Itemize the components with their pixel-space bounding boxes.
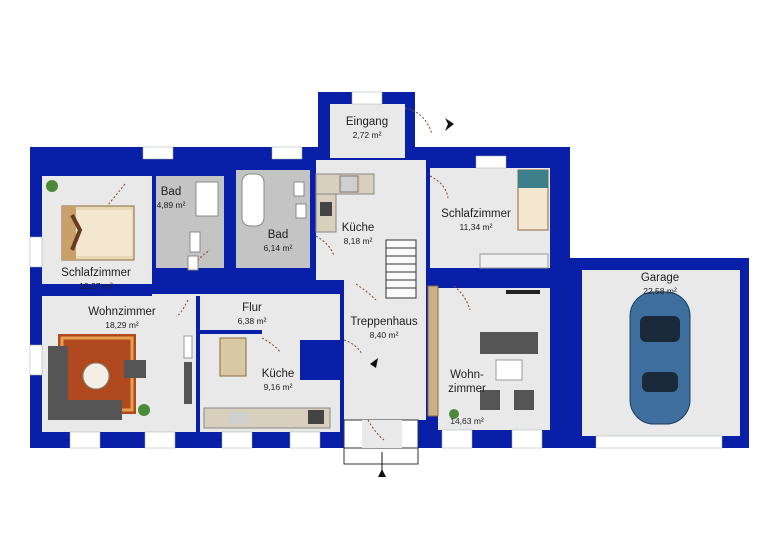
room-name: Schlafzimmer <box>61 267 131 279</box>
kitchen-1-counter <box>315 173 375 233</box>
stairs-icon <box>385 239 417 299</box>
living-room-1-furniture <box>48 334 193 420</box>
car-icon <box>629 291 691 425</box>
kitchen-2-furniture <box>203 337 331 429</box>
windows <box>29 91 723 449</box>
bed-left <box>61 205 135 261</box>
room-label-schlafzimmer-2: Schlafzimmer 10,27 m² <box>61 267 131 291</box>
room-area: 8,18 m² <box>343 235 373 246</box>
room-label-bad-1: Bad 4,89 m² <box>157 186 186 210</box>
room-label-flur: Flur 6,38 m² <box>238 302 267 326</box>
room-label-kueche-1: Küche 8,18 m² <box>342 222 375 246</box>
bed-right <box>479 169 549 269</box>
room-name: Eingang <box>345 116 389 128</box>
room-area: 22,58 m² <box>643 285 677 296</box>
room-label-schlafzimmer-1: Schlafzimmer 11,34 m² <box>441 208 511 232</box>
room-area: 6,38 m² <box>237 315 267 326</box>
room-label-wohnzimmer-2: Wohn- zimmer 14,63 m² <box>448 350 486 445</box>
room-area: 14,63 m² <box>450 415 484 426</box>
room-label-eingang: Eingang 2,72 m² <box>346 116 388 140</box>
room-area: 11,34 m² <box>459 221 493 232</box>
room-area: 9,16 m² <box>263 381 293 392</box>
room-name: Küche <box>341 222 375 234</box>
door-swings <box>103 107 471 441</box>
room-name: Wohn- zimmer <box>448 369 486 395</box>
bathroom-1-fixtures <box>187 181 219 271</box>
living-room-2-furniture <box>427 285 540 417</box>
room-name: Bad <box>160 186 182 198</box>
room-label-treppenhaus: Treppenhaus 8,40 m² <box>350 316 417 340</box>
room-name: Wohnzimmer <box>88 306 156 318</box>
entrance-step <box>343 419 419 465</box>
room-label-wohnzimmer-1: Wohnzimmer 18,29 m² <box>88 306 156 330</box>
room-name: Garage <box>640 272 680 284</box>
room-area: 2,72 m² <box>352 129 382 140</box>
room-label-kueche-2: Küche 9,16 m² <box>262 368 295 392</box>
room-label-garage: Garage 22,58 m² <box>641 272 679 296</box>
room-area: 18,29 m² <box>105 319 139 330</box>
room-name: Schlafzimmer <box>441 208 511 220</box>
entrance-arrow-icon <box>370 118 454 477</box>
bathroom-2-fixtures <box>241 173 307 227</box>
room-label-bad-2: Bad 6,14 m² <box>264 229 293 253</box>
room-area: 6,14 m² <box>263 242 293 253</box>
room-area: 10,27 m² <box>79 280 113 291</box>
room-area: 8,40 m² <box>369 329 399 340</box>
room-area: 4,89 m² <box>156 199 186 210</box>
room-name: Flur <box>242 302 262 314</box>
plant-icon <box>46 180 459 419</box>
room-name: Bad <box>267 229 289 241</box>
room-name: Küche <box>261 368 295 380</box>
room-name: Treppenhaus <box>350 316 418 328</box>
